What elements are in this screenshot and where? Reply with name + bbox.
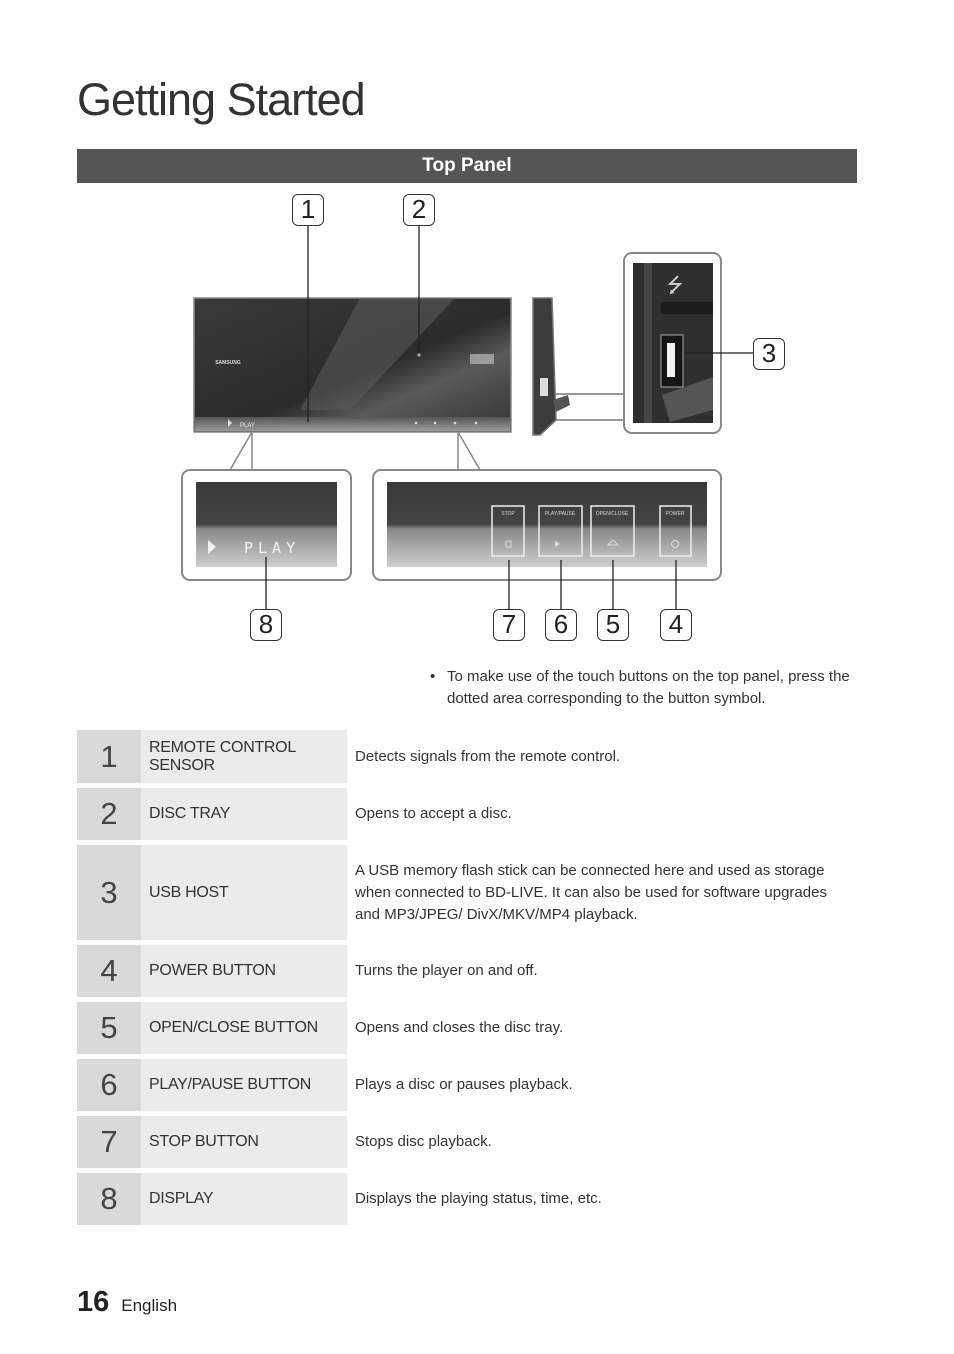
power-icon [671, 540, 679, 548]
row-label: OPEN/CLOSE BUTTON [141, 1002, 347, 1054]
table-row: 7 STOP BUTTON Stops disc playback. [77, 1116, 857, 1168]
callout-5: 5 [597, 609, 629, 641]
row-label: USB HOST [141, 845, 347, 940]
callout-4: 4 [660, 609, 692, 641]
table-row: 1 REMOTE CONTROL SENSOR Detects signals … [77, 730, 857, 783]
row-number: 8 [77, 1173, 141, 1225]
row-label: DISPLAY [141, 1173, 347, 1225]
page-language: English [121, 1296, 178, 1315]
display-play-text: PLAY [244, 539, 300, 557]
component-table: 1 REMOTE CONTROL SENSOR Detects signals … [77, 730, 857, 1230]
row-label: REMOTE CONTROL SENSOR [141, 730, 347, 783]
callout-6: 6 [545, 609, 577, 641]
top-panel-drawing: ⭍ [181, 226, 753, 610]
row-description: Turns the player on and off. [347, 945, 857, 997]
player-side-view [532, 297, 624, 436]
stop-label: STOP [501, 511, 515, 517]
table-row: 6 PLAY/PAUSE BUTTON Plays a disc or paus… [77, 1059, 857, 1111]
leader-lines [265, 226, 753, 610]
table-row: 8 DISPLAY Displays the playing status, t… [77, 1173, 857, 1225]
page-number: 16 [77, 1286, 110, 1318]
row-description: Stops disc playback. [347, 1116, 857, 1168]
row-number: 4 [77, 945, 141, 997]
callout-1: 1 [292, 194, 324, 226]
row-description: Opens to accept a disc. [347, 788, 857, 840]
row-description: Displays the playing status, time, etc. [347, 1173, 857, 1225]
touch-note-text: To make use of the touch buttons on the … [447, 668, 850, 707]
row-label: PLAY/PAUSE BUTTON [141, 1059, 347, 1111]
button-zoom-view [372, 431, 722, 581]
section-header: Top Panel [77, 149, 857, 183]
row-number: 6 [77, 1059, 141, 1111]
play-pause-label: PLAY/PAUSE [545, 511, 576, 517]
brand-logo: SAMSUNG [215, 360, 241, 366]
row-label: DISC TRAY [141, 788, 347, 840]
eject-icon [606, 539, 620, 546]
row-number: 5 [77, 1002, 141, 1054]
row-number: 7 [77, 1116, 141, 1168]
bullet-icon: • [430, 668, 436, 685]
stop-icon [505, 540, 512, 548]
play-pause-icon [555, 541, 560, 547]
bluray-logo [470, 354, 494, 364]
row-number: 3 [77, 845, 141, 940]
row-description: Opens and closes the disc tray. [347, 1002, 857, 1054]
table-row: 4 POWER BUTTON Turns the player on and o… [77, 945, 857, 997]
top-panel-illustration: ⭍ [0, 190, 954, 650]
row-label: STOP BUTTON [141, 1116, 347, 1168]
page-title: Getting Started [77, 74, 366, 125]
row-description: A USB memory flash stick can be connecte… [347, 845, 857, 940]
callout-3: 3 [753, 338, 785, 370]
page-footer: 16 English [77, 1286, 177, 1319]
open-close-label: OPEN/CLOSE [596, 511, 629, 517]
row-number: 1 [77, 730, 141, 783]
callout-2: 2 [403, 194, 435, 226]
row-description: Plays a disc or pauses playback. [347, 1059, 857, 1111]
row-label: POWER BUTTON [141, 945, 347, 997]
usb-zoom-view: ⭍ [623, 252, 722, 434]
row-number: 2 [77, 788, 141, 840]
table-row: 2 DISC TRAY Opens to accept a disc. [77, 788, 857, 840]
table-row: 5 OPEN/CLOSE BUTTON Opens and closes the… [77, 1002, 857, 1054]
remote-sensor-dot [417, 353, 421, 357]
touch-note: • To make use of the touch buttons on th… [430, 666, 860, 710]
callout-8: 8 [250, 609, 282, 641]
table-row: 3 USB HOST A USB memory flash stick can … [77, 845, 857, 940]
power-label: POWER [666, 511, 685, 517]
callout-7: 7 [493, 609, 525, 641]
strip-play-text: PLAY [240, 423, 255, 429]
row-description: Detects signals from the remote control. [347, 730, 857, 783]
player-body [193, 297, 512, 433]
usb-icon: ⭍ [667, 273, 684, 297]
